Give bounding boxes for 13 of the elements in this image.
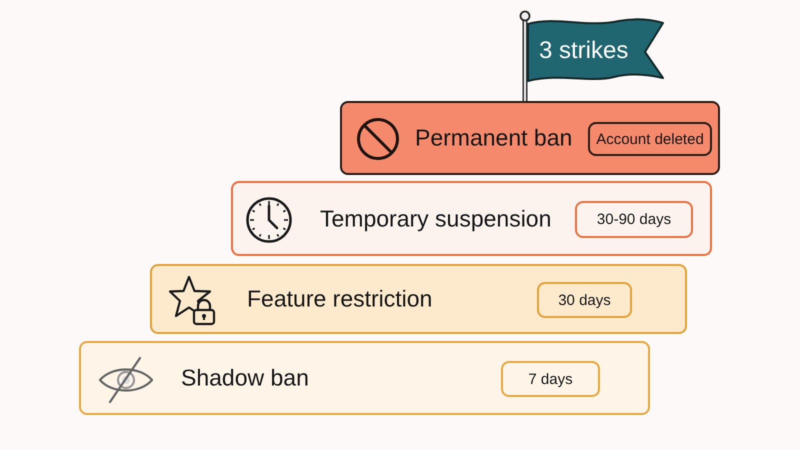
tier-bar xyxy=(340,101,720,175)
tier-label: Feature restriction xyxy=(247,286,432,312)
tier-bar xyxy=(231,181,712,256)
tier-bar xyxy=(79,341,650,415)
tier-label: Permanent ban xyxy=(415,124,572,152)
duration-tag: 30-90 days xyxy=(575,201,693,238)
duration-tag: Account deleted xyxy=(588,122,712,156)
flag-label: 3 strikes xyxy=(539,37,628,65)
tier-bar xyxy=(150,264,687,334)
tier-label: Temporary suspension xyxy=(320,205,552,232)
duration-tag: 30 days xyxy=(537,282,632,318)
tier-label: Shadow ban xyxy=(181,364,309,392)
duration-tag: 7 days xyxy=(501,361,600,397)
